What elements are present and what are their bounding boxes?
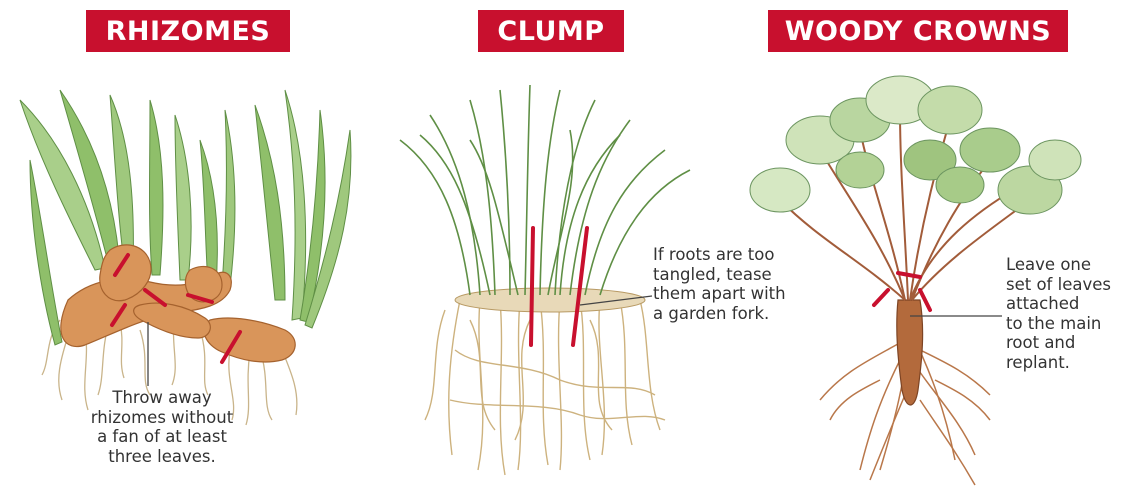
cut-mark — [531, 228, 533, 345]
heading-woody-crowns: WOODY CROWNS — [768, 10, 1068, 52]
caption-clump: If roots are too tangled, tease them apa… — [653, 245, 843, 323]
clump-illustration — [400, 85, 690, 475]
cut-mark — [573, 228, 587, 345]
woody-leaves — [750, 76, 1081, 214]
clump-roots — [425, 300, 665, 475]
heading-rhizomes: RHIZOMES — [86, 10, 290, 52]
caption-woody-crowns: Leave one set of leaves attached to the … — [1006, 255, 1134, 372]
caption-rhizomes: Throw away rhizomes without a fan of at … — [72, 388, 252, 466]
cut-mark — [898, 273, 920, 277]
rhizomes-illustration — [20, 90, 351, 425]
clump-leaves — [400, 85, 690, 295]
cut-mark — [874, 290, 888, 305]
heading-clump: CLUMP — [478, 10, 624, 52]
